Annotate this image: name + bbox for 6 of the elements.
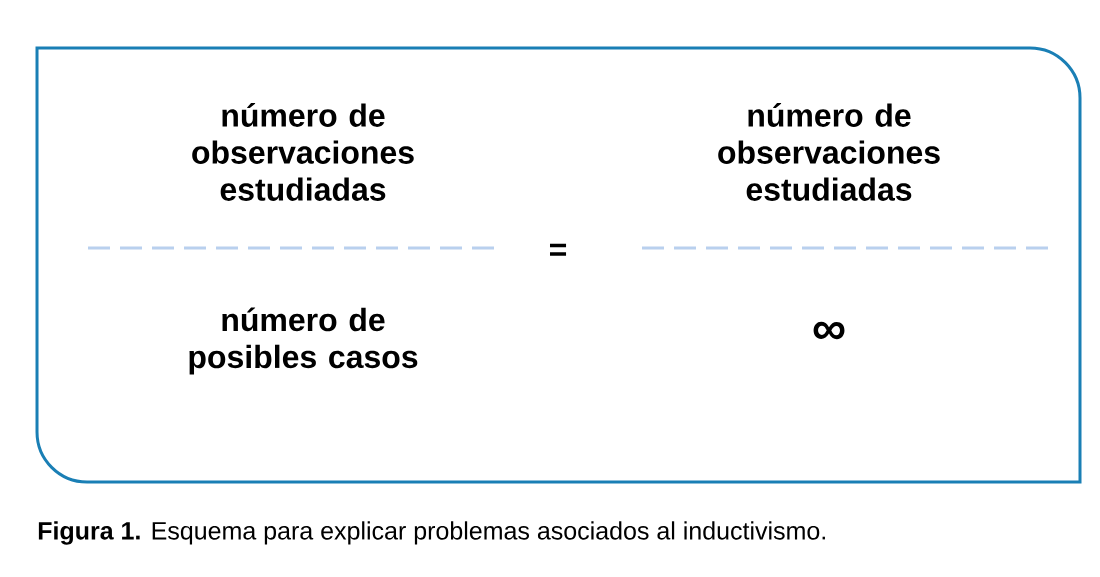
caption: Figura 1. Esquema para explicar problemas asociados al inductivismo. — [38, 521, 825, 545]
equals-sign: = — [550, 243, 567, 256]
denominator-text: número de posibles casos — [189, 307, 418, 375]
infinity-symbol: ∞ — [813, 321, 845, 340]
numerator-text: número de observaciones estudiadas — [192, 103, 414, 201]
numerator-text: número de observaciones estudiadas — [718, 103, 940, 201]
